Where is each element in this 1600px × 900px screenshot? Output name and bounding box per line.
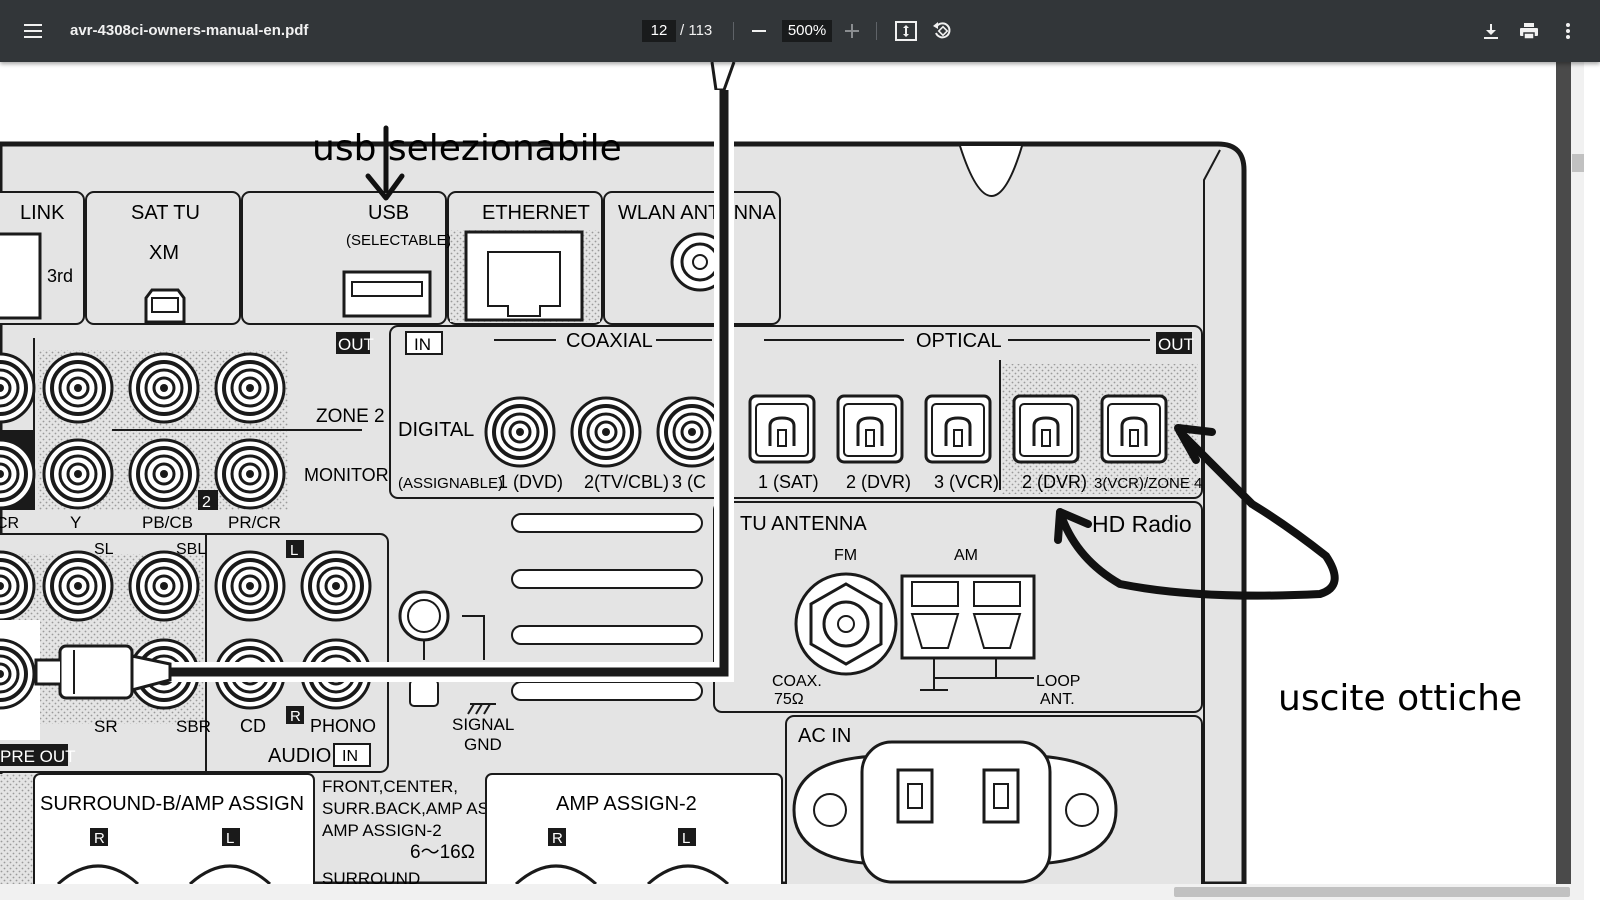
label-cr-left: CR: [0, 515, 19, 532]
toolbar-divider: [876, 22, 877, 40]
print-icon[interactable]: [1512, 14, 1546, 48]
label-y: Y: [70, 513, 81, 532]
label-monitor: MONITOR: [304, 465, 389, 485]
label-gnd: GND: [464, 735, 502, 754]
toolbar-divider: [733, 22, 734, 40]
label-tu-antenna: TU ANTENNA: [740, 513, 867, 535]
hamburger-menu-icon[interactable]: [17, 14, 51, 48]
coax-label-1: 1 (DVD): [498, 472, 563, 492]
page-total: / 113: [680, 22, 713, 39]
more-vertical-icon[interactable]: [1551, 14, 1585, 48]
label-am: AM: [954, 547, 978, 564]
label-fm: FM: [834, 547, 857, 564]
vertical-scrollbar-thumb[interactable]: [1572, 154, 1584, 172]
vertical-scrollbar[interactable]: [1571, 62, 1584, 884]
label-usb: USB: [368, 202, 409, 224]
horizontal-scrollbar-thumb[interactable]: [1174, 887, 1570, 897]
label-sl: SL: [94, 541, 114, 558]
optical-out-label-1: 2 (DVR): [1022, 472, 1087, 492]
label-ac-in: AC IN: [798, 725, 851, 747]
label-surround-b: SURROUND-B/AMP ASSIGN: [40, 793, 304, 815]
label-loop: LOOP: [1036, 673, 1080, 690]
badge-in: IN: [414, 335, 431, 354]
badge-l-amp-assign2: L: [682, 830, 690, 847]
badge-2: 2: [202, 494, 211, 511]
download-icon[interactable]: [1474, 14, 1508, 48]
label-sbr: SBR: [176, 717, 211, 736]
badge-out-right: OUT: [1158, 335, 1194, 354]
label-cd: CD: [240, 716, 266, 736]
label-amp-assign2: AMP ASSIGN-2: [556, 793, 697, 815]
zoom-level-input[interactable]: 500%: [782, 20, 832, 42]
label-pb: PB/CB: [142, 513, 193, 532]
label-impedance: 6～16Ω: [410, 842, 475, 863]
label-sat-tu: SAT TU: [131, 202, 200, 224]
label-phono: PHONO: [310, 716, 376, 736]
label-audio: AUDIO: [268, 745, 331, 767]
label-pre-out: PRE OUT: [0, 747, 76, 766]
document-viewer[interactable]: LINK 3rd SAT TU XM USB (SELECTABLE) ETHE…: [0, 62, 1556, 884]
badge-r-audio: R: [290, 708, 301, 725]
label-pr: PR/CR: [228, 513, 281, 532]
label-3rd: 3rd: [47, 266, 73, 286]
plus-icon[interactable]: [835, 14, 869, 48]
pdf-toolbar: avr-4308ci-owners-manual-en.pdf 12 / 113…: [0, 0, 1600, 62]
label-usb-selectable: (SELECTABLE): [346, 232, 452, 249]
badge-l-surround-b: L: [226, 830, 234, 847]
optical-in-label-2: 2 (DVR): [846, 472, 911, 492]
label-assignable: (ASSIGNABLE): [398, 475, 503, 492]
label-sr: SR: [94, 717, 118, 736]
coax-label-3: 3 (C: [672, 472, 706, 492]
document-title: avr-4308ci-owners-manual-en.pdf: [70, 22, 309, 39]
badge-out-left: OUT: [338, 335, 374, 354]
label-front-center-3: AMP ASSIGN-2: [322, 821, 442, 840]
label-signal: SIGNAL: [452, 715, 514, 734]
label-surround: SURROUND: [322, 869, 420, 884]
rotate-icon[interactable]: [925, 14, 959, 48]
coax-label-2: 2(TV/CBL): [584, 472, 669, 492]
minus-icon[interactable]: [742, 14, 776, 48]
label-front-center-1: FRONT,CENTER,: [322, 777, 458, 796]
label-optical: OPTICAL: [916, 330, 1002, 352]
badge-l-audio: L: [290, 542, 298, 559]
label-hd-radio: HD Radio: [1092, 511, 1192, 537]
label-coax: COAX.: [772, 673, 822, 690]
label-ethernet: ETHERNET: [482, 202, 590, 224]
optical-out-label-2: 3(VCR)/ZONE 4: [1094, 475, 1202, 492]
label-coaxial: COAXIAL: [566, 330, 653, 352]
label-link: LINK: [20, 202, 65, 224]
optical-in-label-3: 3 (VCR): [934, 472, 999, 492]
label-xm: XM: [149, 242, 179, 264]
badge-r-amp-assign2: R: [552, 830, 563, 847]
optical-in-label-1: 1 (SAT): [758, 472, 819, 492]
label-75ohm: 75Ω: [774, 691, 804, 708]
label-zone2: ZONE 2: [316, 406, 385, 427]
page-edge-shadow: [1556, 62, 1571, 884]
badge-r-surround-b: R: [94, 830, 105, 847]
label-digital: DIGITAL: [398, 419, 474, 441]
rear-panel-diagram: LINK 3rd SAT TU XM USB (SELECTABLE) ETHE…: [0, 62, 1339, 884]
page-number-input[interactable]: 12: [642, 20, 676, 42]
label-front-center-2: SURR.BACK,AMP ASSIGN,: [322, 799, 535, 818]
label-wlan: WLAN ANTENNA: [618, 202, 776, 224]
label-sbl: SBL: [176, 541, 206, 558]
label-ant: ANT.: [1040, 691, 1075, 708]
fit-page-icon[interactable]: [889, 14, 923, 48]
annotation-usb: usb selezionabile: [312, 128, 622, 169]
annotation-optical: uscite ottiche: [1278, 678, 1523, 719]
badge-audio-in: IN: [342, 748, 358, 765]
